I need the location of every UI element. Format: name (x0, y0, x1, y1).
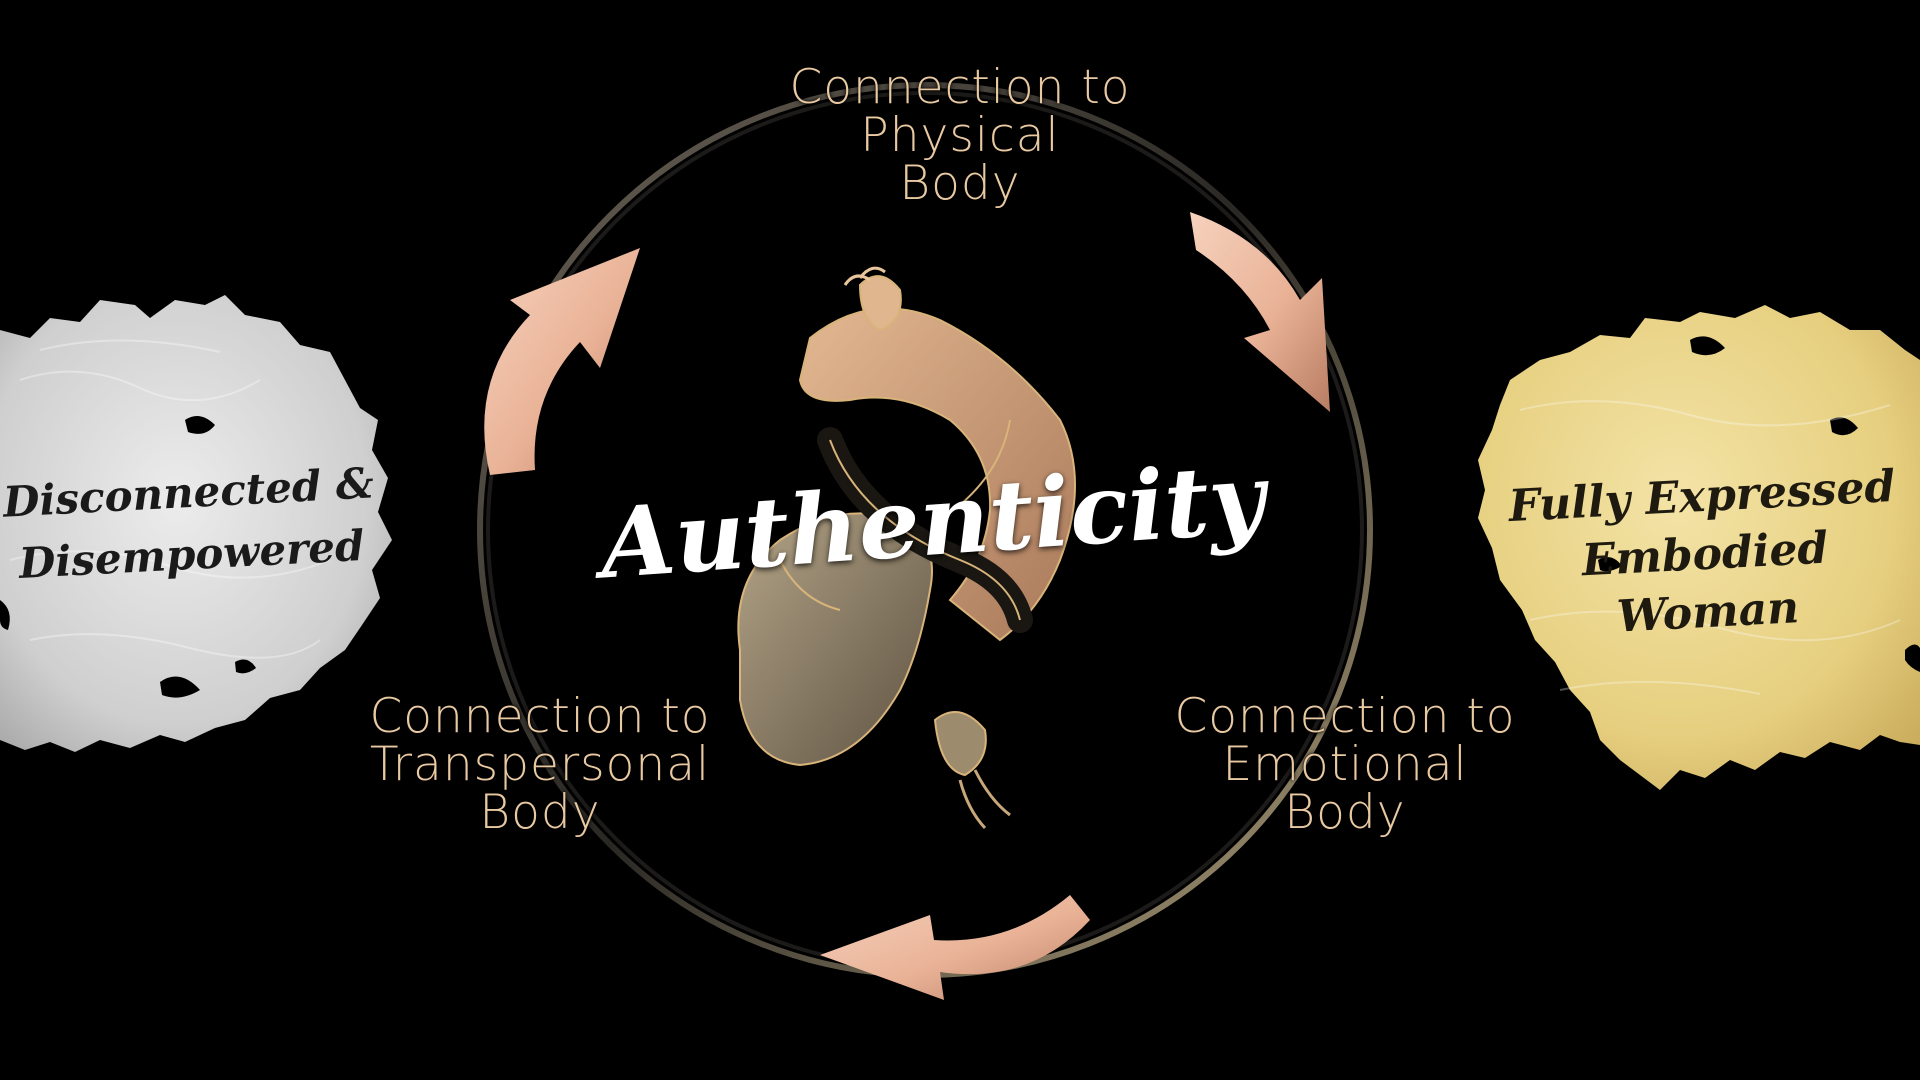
start-state-blob (0, 295, 392, 752)
arrow-transpersonal-to-physical (484, 248, 640, 475)
intertwined-figures-illustration (737, 266, 1076, 830)
node-label-transpersonal-body: Connection to Transpersonal Body (369, 689, 711, 840)
arrow-physical-to-emotional (1190, 212, 1330, 412)
end-state-blob (1478, 305, 1920, 790)
node-label-physical-body: Connection to Physical Body (789, 60, 1131, 211)
end-state-label: Fully Expressed Embodied Woman (1507, 460, 1897, 643)
node-label-emotional-body: Connection to Emotional Body (1174, 689, 1516, 840)
arrow-emotional-to-transpersonal (820, 895, 1090, 1000)
start-state-label: Disconnected & Disempowered (1, 458, 375, 588)
